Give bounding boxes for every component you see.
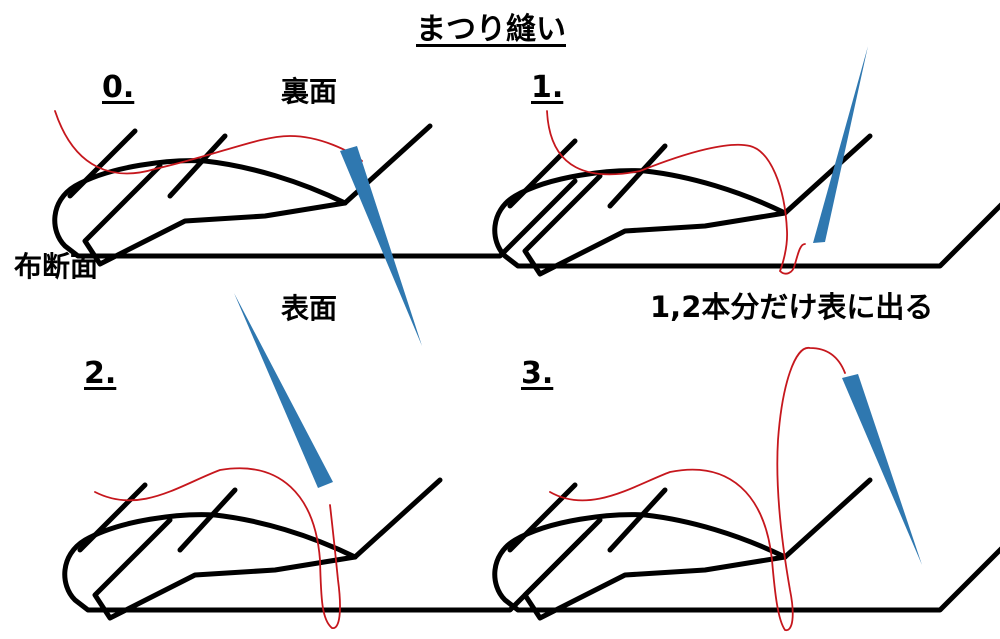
panel-step-1 [495,46,1000,274]
needle [842,374,922,565]
panel-step-3 [495,347,1000,631]
back-side-label: 裏面 [281,75,338,108]
thread-line [54,110,363,175]
thread-line [546,110,806,275]
needle [813,46,868,243]
needle [340,146,422,346]
thread-line [94,467,341,629]
step-label-0: 0. [102,70,135,105]
panel-step-2 [65,293,585,629]
front-side-label: 表面 [281,292,338,325]
needle [234,293,333,488]
panel-step-0 [54,110,575,346]
step-label-2: 2. [84,356,117,391]
step-label-1: 1. [531,70,564,105]
thread-line [549,347,846,631]
note-label: 1,2本分だけ表に出る [650,290,934,324]
fabric-section-label: 布断面 [14,250,99,283]
page-title: まつり縫い [416,12,566,47]
step-label-3: 3. [521,356,554,391]
